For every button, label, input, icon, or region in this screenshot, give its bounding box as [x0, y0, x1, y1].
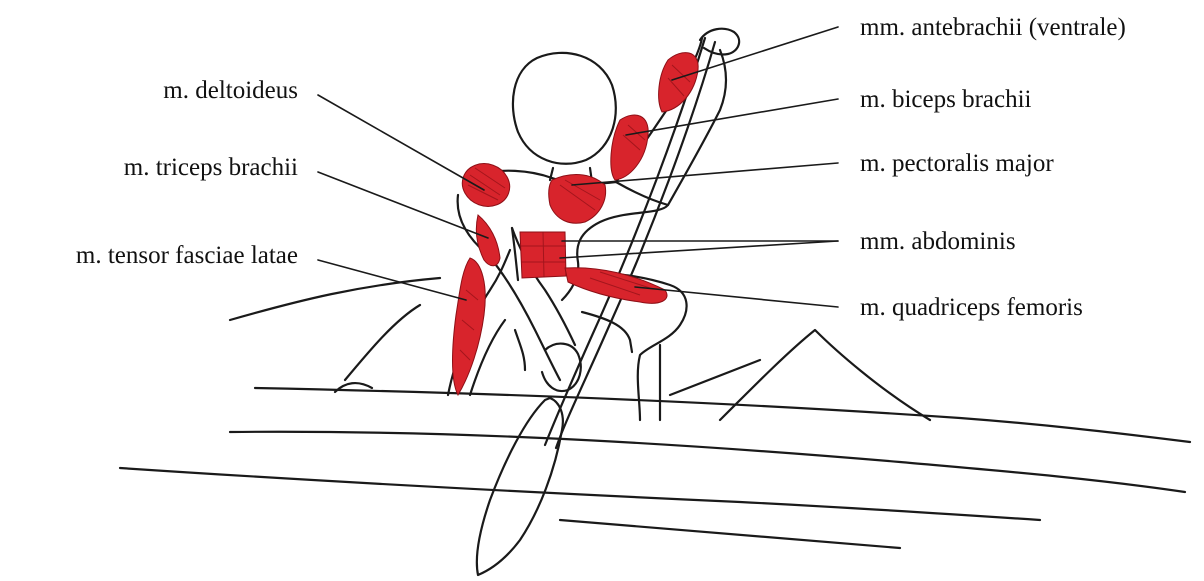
leader-line-deltoideus [318, 95, 484, 190]
leg-outline [515, 330, 525, 370]
leader-line-biceps [626, 99, 838, 135]
leader-line-abdominis-lower [560, 241, 838, 258]
label-triceps-brachii: m. triceps brachii [124, 154, 298, 182]
label-pectoralis-major: m. pectoralis major [860, 150, 1054, 178]
muscle-quadriceps [565, 268, 667, 304]
label-deltoideus: m. deltoideus [163, 77, 298, 105]
paddle-blade [477, 398, 563, 575]
hand-outline [542, 344, 581, 391]
label-abdominis: mm. abdominis [860, 228, 1016, 256]
label-antebrachii: mm. antebrachii (ventrale) [860, 14, 1126, 42]
leader-line-tensor [318, 260, 466, 300]
muscle-antebrachii [659, 53, 699, 112]
terrain-line [345, 305, 420, 380]
muscle-biceps [611, 115, 648, 180]
muscle-triceps [476, 215, 500, 266]
mountain-outline [670, 360, 760, 395]
label-tensor-fasciae-latae: m. tensor fasciae latae [76, 242, 298, 270]
canoe-waterline [560, 520, 900, 548]
muscle-deltoideus [456, 157, 515, 213]
canoe-waterline [120, 468, 1040, 520]
label-quadriceps-femoris: m. quadriceps femoris [860, 294, 1083, 322]
label-biceps-brachii: m. biceps brachii [860, 86, 1031, 114]
muscle-tensor-fasciae-latae [453, 258, 486, 395]
head-outline [513, 53, 616, 164]
